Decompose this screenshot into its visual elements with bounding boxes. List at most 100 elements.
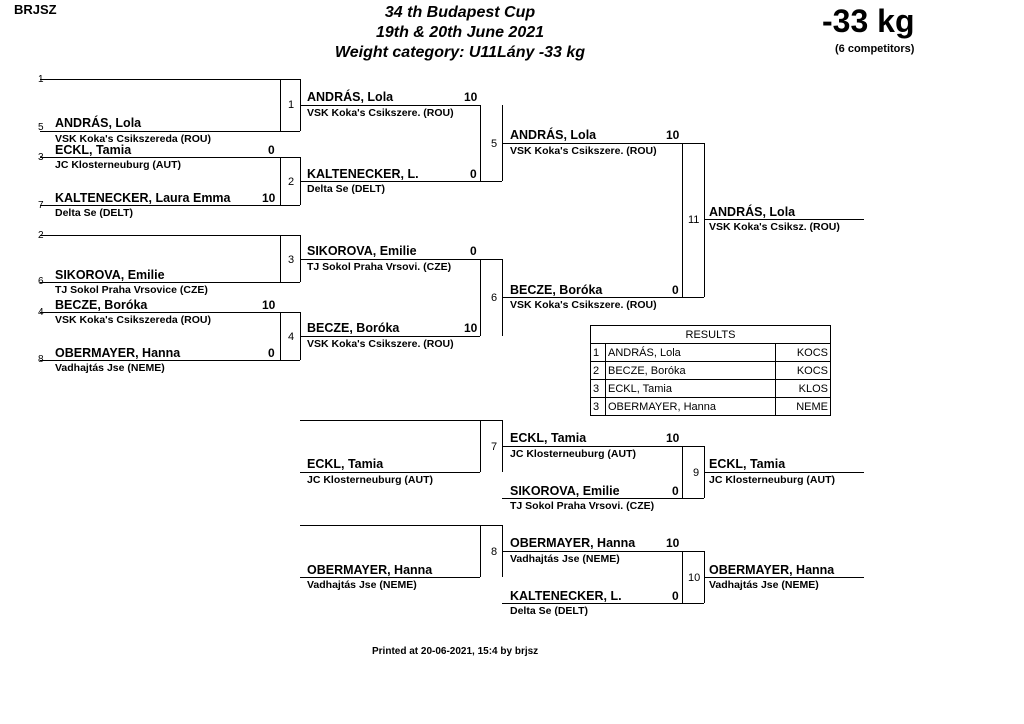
match-score: 0 (268, 346, 275, 360)
result-club: KLOS (774, 379, 832, 398)
m9-box-top (682, 446, 704, 447)
table-row: 3 ECKL, Tamia KLOS (590, 379, 832, 398)
competitor-name: BECZE, Boróka (55, 298, 148, 312)
m3-box-right (300, 235, 301, 282)
match-number: 4 (288, 331, 295, 343)
r2-line-2 (300, 181, 480, 182)
competitor-name: BECZE, Boróka (510, 283, 603, 297)
match-score: 0 (672, 484, 679, 498)
result-name: ANDRÁS, Lola (605, 343, 776, 362)
seed-number: 8 (38, 354, 44, 365)
r2-line-3 (300, 259, 480, 260)
result-club: NEME (774, 397, 832, 416)
m1-box-bottom (280, 131, 300, 132)
competitor-club: JC Klosterneuburg (AUT) (55, 159, 181, 171)
m10-winner-line (704, 577, 864, 578)
competitor-club: Vadhajtás Jse (NEME) (510, 553, 620, 565)
m9-winner-line (704, 472, 864, 473)
result-club: KOCS (774, 361, 832, 380)
competitor-name: KALTENECKER, L. (307, 167, 419, 181)
r1-line-seed5 (40, 131, 280, 132)
results-table: RESULTS 1 ANDRÁS, Lola KOCS 2 BECZE, Bor… (590, 325, 832, 416)
match-score: 10 (666, 128, 680, 142)
rep-line-ober (300, 577, 480, 578)
competitor-name: OBERMAYER, Hanna (307, 563, 433, 577)
competitor-club: TJ Sokol Praha Vrsovi. (CZE) (307, 261, 452, 273)
m9-box-bottom (682, 498, 704, 499)
table-row: 3 OBERMAYER, Hanna NEME (590, 397, 832, 416)
r1-line-seed2 (40, 235, 280, 236)
r1-line-seed3 (40, 157, 280, 158)
competitor-club: Delta Se (DELT) (307, 183, 385, 195)
result-rank: 3 (590, 397, 606, 416)
m2-box-left (280, 157, 281, 205)
match-number: 11 (688, 214, 700, 226)
r1-line-seed7 (40, 205, 280, 206)
competitor-club: TJ Sokol Praha Vrsovi. (CZE) (510, 500, 655, 512)
competitor-club: VSK Koka's Csikszereda (ROU) (55, 314, 211, 326)
match-score: 0 (268, 143, 275, 157)
competitor-club: VSK Koka's Csikszere. (ROU) (307, 107, 454, 119)
match-score: 0 (672, 589, 679, 603)
match-number: 2 (288, 176, 295, 188)
m4-box-left (280, 312, 281, 360)
competitor-club: Delta Se (DELT) (55, 207, 133, 219)
competitor-club: VSK Koka's Csikszere. (ROU) (307, 338, 454, 350)
seed-number: 6 (38, 276, 44, 287)
result-name: BECZE, Boróka (605, 361, 776, 380)
rep-top-line-2 (300, 525, 480, 526)
m11-box-top (682, 143, 704, 144)
m6-box-top (480, 259, 502, 260)
competitor-club: Delta Se (DELT) (510, 605, 588, 617)
r1-line-seed6 (40, 282, 280, 283)
competitor-name: SIKOROVA, Emilie (510, 484, 620, 498)
semi-line-2 (502, 297, 682, 298)
m8-box-left (480, 525, 481, 577)
r1-line-seed1 (40, 79, 280, 80)
competitor-club: JC Klosterneuburg (AUT) (307, 474, 433, 486)
competitor-club: VSK Koka's Csikszere. (ROU) (510, 299, 657, 311)
m3-box-left (280, 235, 281, 282)
m5-box-left (480, 105, 481, 181)
m2-box-bottom (280, 205, 300, 206)
m9-box-left (682, 446, 683, 498)
m8-winner-line (502, 551, 682, 552)
match-number: 5 (491, 138, 498, 150)
m11-box-right (704, 143, 705, 297)
competitor-club: JC Klosterneuburg (AUT) (510, 448, 636, 460)
competitor-name: OBERMAYER, Hanna (55, 346, 181, 360)
match-score: 10 (262, 191, 276, 205)
m7-box-top (480, 420, 502, 421)
m8-box-top (480, 525, 502, 526)
competitor-name: BECZE, Boróka (307, 321, 400, 335)
result-rank: 1 (590, 343, 606, 362)
rep-line-eckl (300, 472, 480, 473)
m7-siko-line (502, 498, 682, 499)
m4-box-bottom (280, 360, 300, 361)
match-score: 10 (262, 298, 276, 312)
seed-number: 3 (38, 152, 44, 163)
competitor-name: SIKOROVA, Emilie (307, 244, 417, 258)
match-number: 6 (491, 292, 498, 304)
tournament-title: 34 th Budapest Cup (384, 4, 536, 21)
competitor-name: KALTENECKER, Laura Emma (55, 191, 231, 205)
champion-club: VSK Koka's Csiksz. (ROU) (709, 221, 840, 233)
m10-box-left (682, 551, 683, 603)
match-score: 0 (470, 167, 477, 181)
m3-box-bottom (280, 282, 300, 283)
match-score: 0 (470, 244, 477, 258)
competitor-club: TJ Sokol Praha Vrsovice (CZE) (55, 284, 208, 296)
competitor-name: ECKL, Tamia (55, 143, 132, 157)
rep-top-line-1 (300, 420, 480, 421)
result-name: ECKL, Tamia (605, 379, 776, 398)
competitor-name: SIKOROVA, Emilie (55, 268, 165, 282)
competitor-name: ECKL, Tamia (510, 431, 587, 445)
match-number: 3 (288, 254, 295, 266)
weight-class: -33 kg (822, 3, 915, 39)
bronze-winner-club: Vadhajtás Jse (NEME) (709, 579, 819, 591)
match-score: 10 (464, 90, 478, 104)
bronze-winner-club: JC Klosterneuburg (AUT) (709, 474, 835, 486)
result-rank: 3 (590, 379, 606, 398)
result-name: OBERMAYER, Hanna (605, 397, 776, 416)
weight-category: Weight category: U11Lány -33 kg (334, 44, 586, 61)
